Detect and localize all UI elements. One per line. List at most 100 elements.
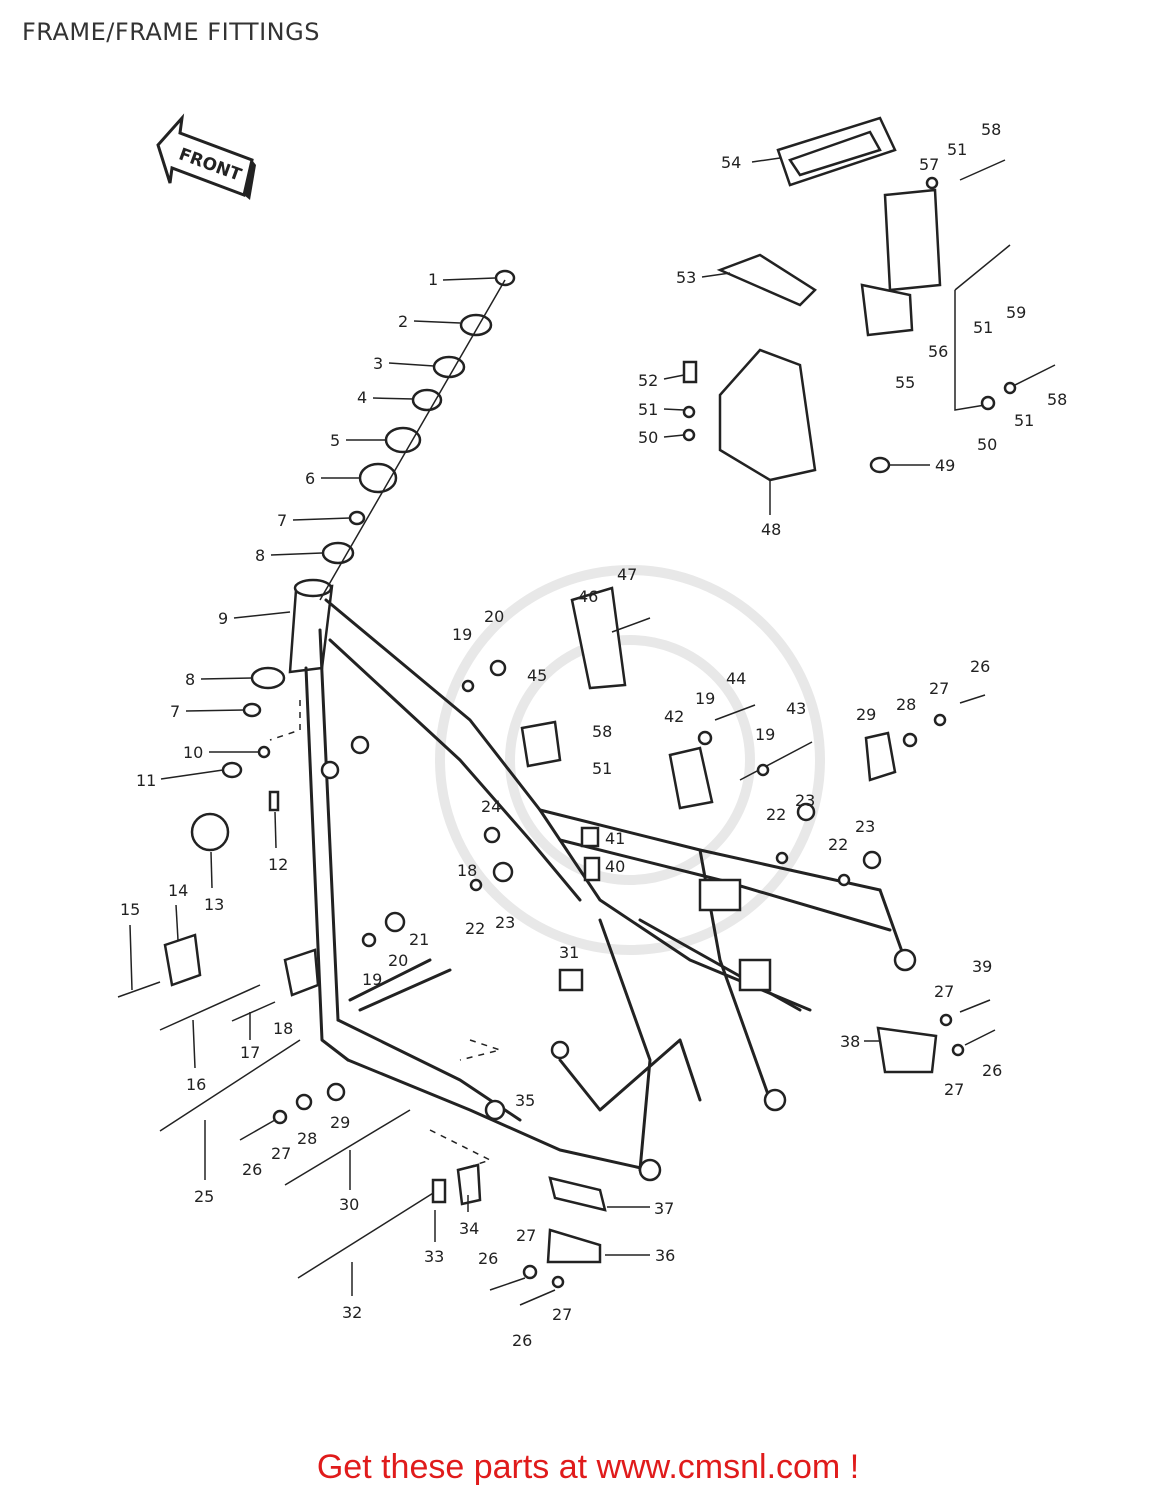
callout-25: 25 xyxy=(194,1187,214,1206)
callout-19b: 19 xyxy=(362,970,382,989)
callout-35: 35 xyxy=(515,1091,535,1110)
callout-40: 40 xyxy=(605,857,625,876)
callout-15: 15 xyxy=(120,900,140,919)
callout-8: 8 xyxy=(255,546,265,565)
callout-6: 6 xyxy=(305,469,315,488)
page-title: FRAME/FRAME FITTINGS xyxy=(22,18,320,46)
callout-19: 19 xyxy=(452,625,472,644)
callout-13: 13 xyxy=(204,895,224,914)
callout-52: 52 xyxy=(638,371,658,390)
callout-9: 9 xyxy=(218,609,228,628)
callout-27e: 27 xyxy=(516,1226,536,1245)
callout-45: 45 xyxy=(527,666,547,685)
promo-footer-link[interactable]: Get these parts at www.cmsnl.com ! xyxy=(316,1448,860,1486)
frame-exploded-diagram: FRONT xyxy=(117,113,1067,1350)
callout-58: 58 xyxy=(981,120,1001,139)
callout-23c: 23 xyxy=(855,817,875,836)
callout-27: 27 xyxy=(271,1144,291,1163)
callout-51: 51 xyxy=(638,400,658,419)
callout-8b: 8 xyxy=(185,670,195,689)
callout-41: 41 xyxy=(605,829,625,848)
callout-4: 4 xyxy=(357,388,367,407)
callout-1: 1 xyxy=(428,270,438,289)
callout-26: 26 xyxy=(242,1160,262,1179)
callout-43: 43 xyxy=(786,699,806,718)
callout-30: 30 xyxy=(339,1195,359,1214)
callout-28: 28 xyxy=(297,1129,317,1148)
leader-lines xyxy=(129,157,930,1296)
callout-29: 29 xyxy=(330,1113,350,1132)
callout-27b: 27 xyxy=(929,679,949,698)
callout-36: 36 xyxy=(655,1246,675,1265)
battery-box-parts xyxy=(682,116,1056,482)
callout-2: 2 xyxy=(398,312,408,331)
callout-26d: 26 xyxy=(478,1249,498,1268)
callout-51c: 51 xyxy=(973,318,993,337)
callout-26c: 26 xyxy=(982,1061,1002,1080)
callout-28b: 28 xyxy=(896,695,916,714)
callout-22b: 22 xyxy=(766,805,786,824)
callout-51e: 51 xyxy=(592,759,612,778)
callout-58c: 58 xyxy=(592,722,612,741)
callout-22c: 22 xyxy=(828,835,848,854)
frame-body xyxy=(288,578,917,1182)
callout-47: 47 xyxy=(617,565,637,584)
callout-24: 24 xyxy=(481,797,501,816)
callout-58b: 58 xyxy=(1047,390,1067,409)
callout-53: 53 xyxy=(676,268,696,287)
watermark xyxy=(435,565,825,955)
callout-59: 59 xyxy=(1006,303,1026,322)
callout-10: 10 xyxy=(183,743,203,762)
callout-48: 48 xyxy=(761,520,781,539)
callout-46: 46 xyxy=(578,587,598,606)
callout-51d: 51 xyxy=(1014,411,1034,430)
callout-50: 50 xyxy=(638,428,658,447)
callout-7b: 7 xyxy=(170,702,180,721)
callout-55: 55 xyxy=(895,373,915,392)
callout-49: 49 xyxy=(935,456,955,475)
callout-19d: 19 xyxy=(755,725,775,744)
callout-31: 31 xyxy=(559,943,579,962)
callout-32: 32 xyxy=(342,1303,362,1322)
callout-54: 54 xyxy=(721,153,741,172)
callout-38: 38 xyxy=(840,1032,860,1051)
callout-11: 11 xyxy=(136,771,156,790)
callout-21: 21 xyxy=(409,930,429,949)
callout-26b: 26 xyxy=(970,657,990,676)
callout-34: 34 xyxy=(459,1219,479,1238)
callout-5: 5 xyxy=(330,431,340,450)
callout-23: 23 xyxy=(495,913,515,932)
callout-7: 7 xyxy=(277,511,287,530)
callout-22: 22 xyxy=(465,919,485,938)
callout-27d: 27 xyxy=(944,1080,964,1099)
callout-50b: 50 xyxy=(977,435,997,454)
callout-57: 57 xyxy=(919,155,939,174)
callout-29b: 29 xyxy=(856,705,876,724)
callout-17: 17 xyxy=(240,1043,260,1062)
callout-14: 14 xyxy=(168,881,188,900)
callout-23b: 23 xyxy=(795,791,815,810)
callout-42: 42 xyxy=(664,707,684,726)
callout-20: 20 xyxy=(484,607,504,626)
callout-33: 33 xyxy=(424,1247,444,1266)
callout-16: 16 xyxy=(186,1075,206,1094)
callout-18: 18 xyxy=(273,1019,293,1038)
callout-56: 56 xyxy=(928,342,948,361)
callout-3: 3 xyxy=(373,354,383,373)
callout-19c: 19 xyxy=(695,689,715,708)
grouping-dashes xyxy=(269,700,503,1171)
callout-27c: 27 xyxy=(934,982,954,1001)
callout-39: 39 xyxy=(972,957,992,976)
callout-18b: 18 xyxy=(457,861,477,880)
callout-51b: 51 xyxy=(947,140,967,159)
hardware-parts xyxy=(117,586,996,1306)
callout-20b: 20 xyxy=(388,951,408,970)
callout-27f: 27 xyxy=(552,1305,572,1324)
callout-26e: 26 xyxy=(512,1331,532,1350)
callout-44: 44 xyxy=(726,669,746,688)
callout-12: 12 xyxy=(268,855,288,874)
steering-stack xyxy=(242,269,516,718)
callout-37: 37 xyxy=(654,1199,674,1218)
callout-labels: 1 2 3 4 5 6 7 8 9 8 7 10 11 12 13 14 15 … xyxy=(120,120,1067,1350)
front-arrow-icon: FRONT xyxy=(156,113,256,200)
